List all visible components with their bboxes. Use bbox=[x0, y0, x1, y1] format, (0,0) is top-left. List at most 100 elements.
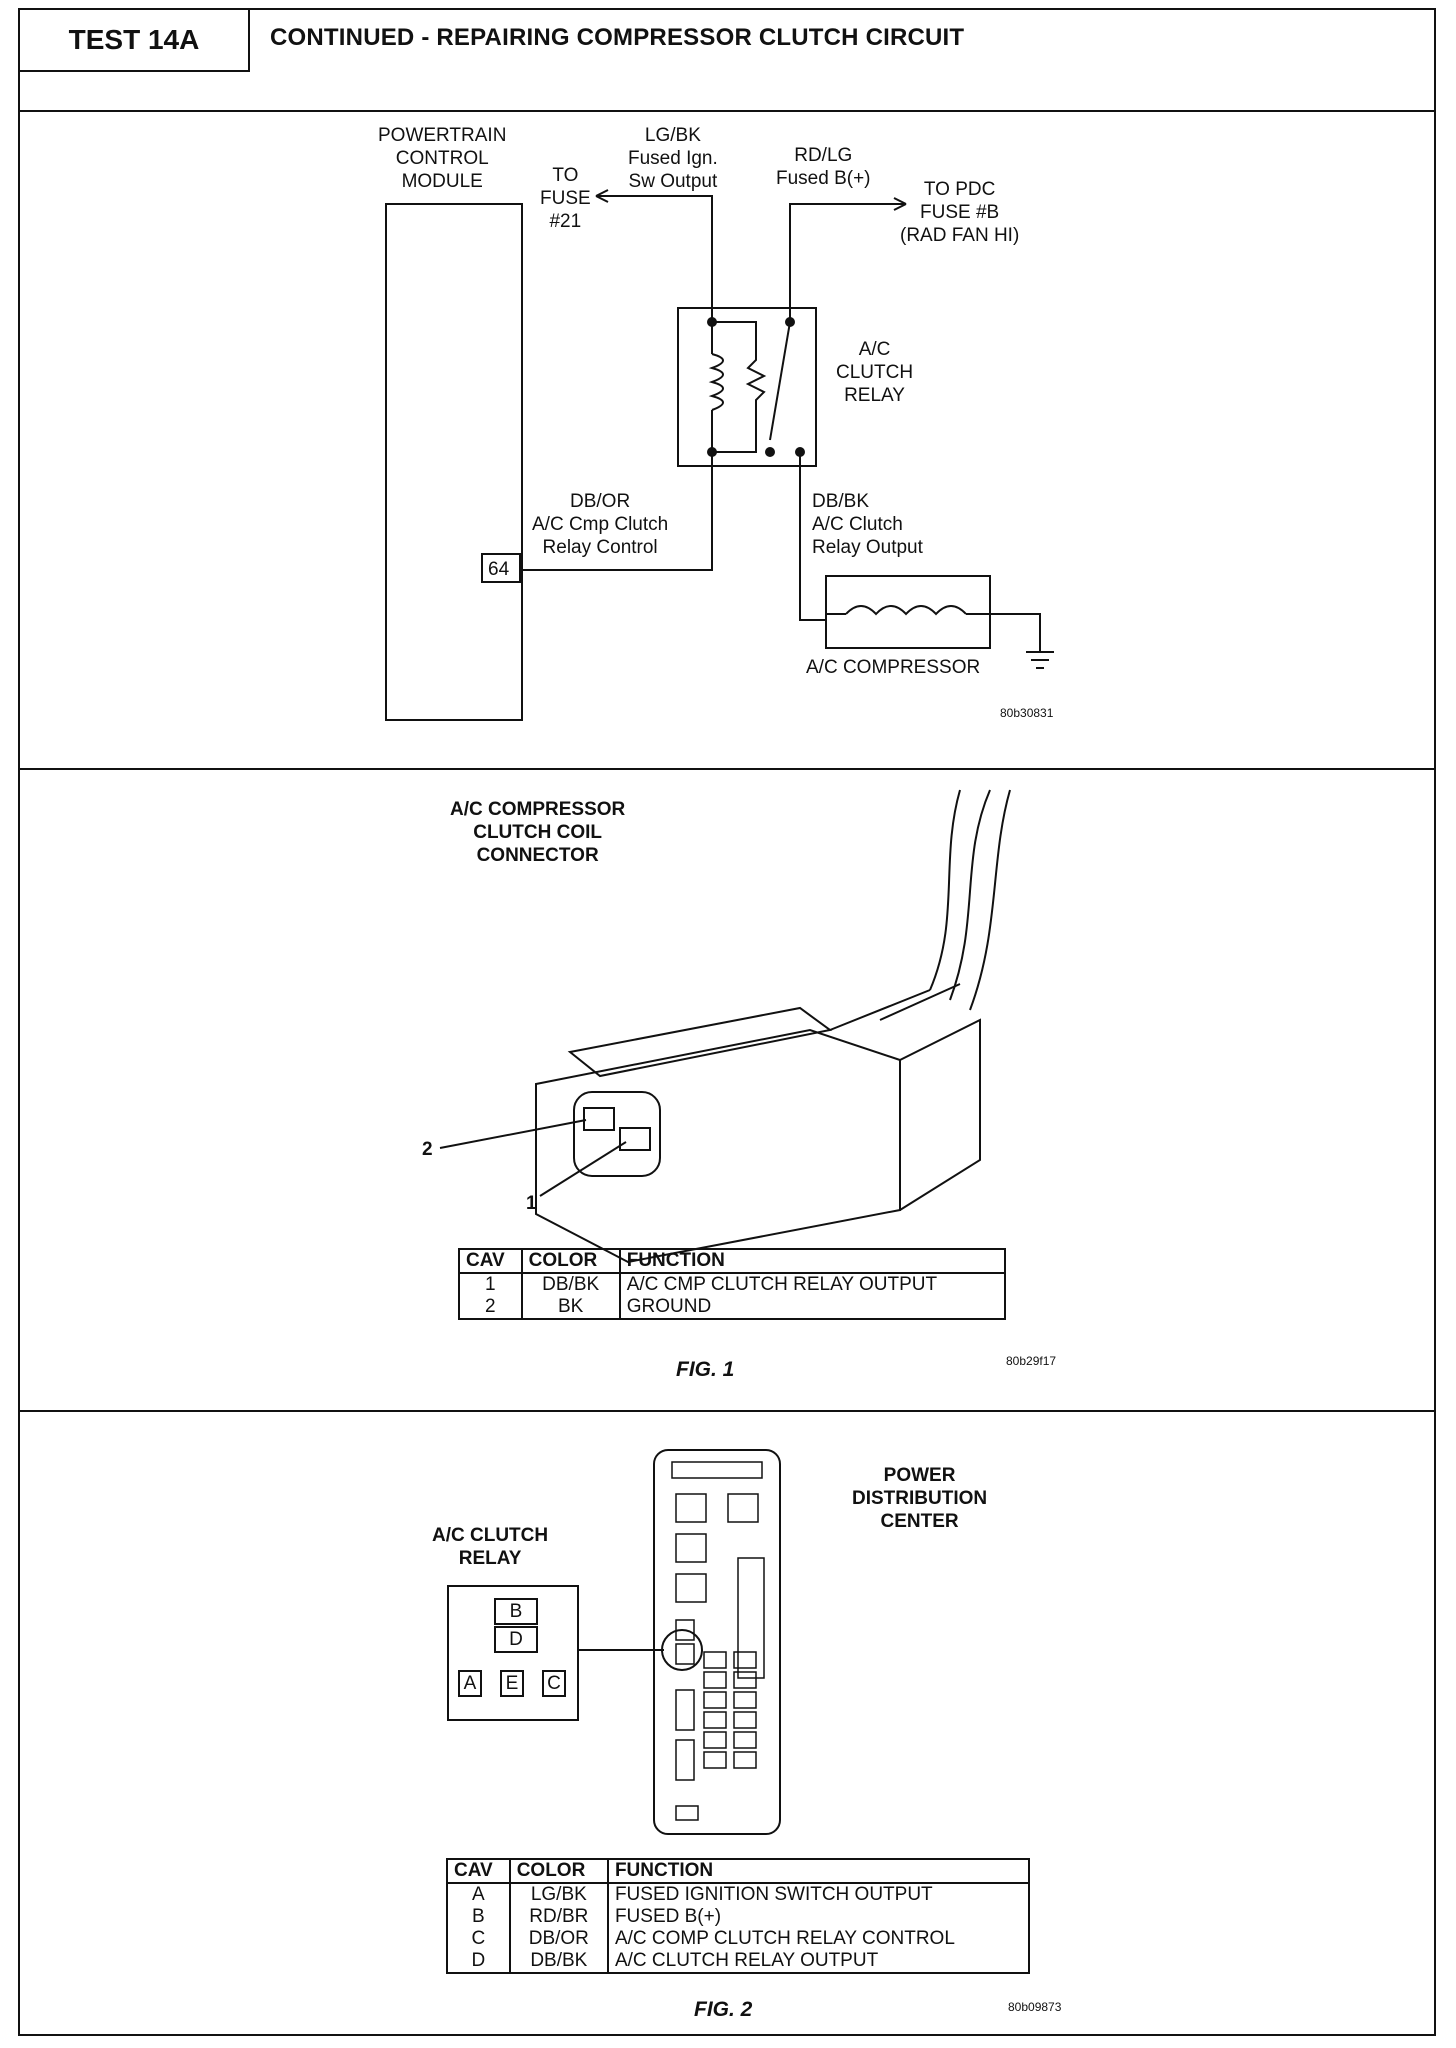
node-dot bbox=[795, 447, 805, 457]
relay-pin-b: B bbox=[494, 1598, 538, 1625]
connector-rear bbox=[829, 983, 981, 1211]
table-row: C DB/OR A/C COMP CLUTCH RELAY CONTROL bbox=[447, 1928, 1029, 1950]
compressor-leads bbox=[826, 613, 1041, 652]
to-fuse-line: #21 bbox=[549, 211, 582, 232]
compressor-coil bbox=[845, 605, 967, 616]
pcm-label-line: MODULE bbox=[401, 171, 483, 192]
dbor-label: DB/OR A/C Cmp Clutch Relay Control bbox=[532, 490, 668, 559]
wire-lgbk bbox=[596, 195, 713, 322]
to-pdc-line: TO PDC bbox=[923, 179, 996, 200]
node-dot bbox=[785, 317, 795, 327]
fig1-table: CAV COLOR FUNCTION 1 DB/BK A/C CMP CLUTC… bbox=[458, 1248, 1006, 1320]
arrow-to-pdc bbox=[893, 197, 907, 211]
cell-function: A/C CLUTCH RELAY OUTPUT bbox=[606, 1950, 1029, 1973]
divider-fig2 bbox=[20, 1410, 1434, 1412]
relay-pin-e: E bbox=[500, 1670, 524, 1697]
connector-wires bbox=[929, 789, 1011, 1011]
divider-header bbox=[20, 110, 1434, 112]
lgbk-line: Sw Output bbox=[628, 171, 718, 192]
fig2-pdc-title-line: POWER bbox=[883, 1465, 956, 1486]
pcm-label-line: CONTROL bbox=[395, 148, 489, 169]
arrow-to-fuse bbox=[595, 189, 609, 203]
cell-color: DB/BK bbox=[508, 1950, 608, 1973]
cell-function: GROUND bbox=[618, 1296, 1005, 1319]
divider-fig1 bbox=[20, 768, 1434, 770]
cell-cav: C bbox=[471, 1928, 486, 1949]
node-dot bbox=[765, 447, 775, 457]
to-fuse-label: TO FUSE #21 bbox=[540, 164, 591, 233]
rdlg-label: RD/LG Fused B(+) bbox=[776, 144, 871, 190]
to-fuse-line: FUSE bbox=[540, 188, 591, 209]
fig1-title: A/C COMPRESSOR CLUTCH COIL CONNECTOR bbox=[450, 798, 625, 867]
cell-cav: A bbox=[472, 1884, 485, 1905]
lgbk-line: LG/BK bbox=[644, 125, 701, 146]
schematic-code: 80b30831 bbox=[1000, 706, 1054, 720]
node-dot bbox=[707, 317, 717, 327]
relay-pin-a: A bbox=[458, 1670, 482, 1697]
fig1-title-line: A/C COMPRESSOR bbox=[450, 799, 626, 820]
table-row: A LG/BK FUSED IGNITION SWITCH OUTPUT bbox=[447, 1883, 1029, 1906]
fig2-caption: FIG. 2 bbox=[694, 1998, 753, 2021]
cell-color: DB/OR bbox=[508, 1928, 608, 1950]
relay-resistor bbox=[712, 321, 767, 453]
relay-pin-d: D bbox=[494, 1626, 538, 1653]
fig2-table: CAV COLOR FUNCTION A LG/BK FUSED IGNITIO… bbox=[446, 1858, 1030, 1974]
dbor-line: Relay Control bbox=[542, 537, 658, 558]
table-row: D DB/BK A/C CLUTCH RELAY OUTPUT bbox=[447, 1950, 1029, 1973]
relay-location-circle bbox=[661, 1629, 703, 1671]
relay-pin-c: C bbox=[542, 1670, 566, 1697]
connector-face bbox=[573, 1091, 661, 1177]
fig2-pdc-title: POWER DISTRIBUTION CENTER bbox=[852, 1464, 987, 1533]
cell-function: FUSED IGNITION SWITCH OUTPUT bbox=[606, 1883, 1029, 1906]
cell-function: A/C COMP CLUTCH RELAY CONTROL bbox=[606, 1928, 1029, 1950]
pcm-label: POWERTRAIN CONTROL MODULE bbox=[378, 124, 506, 193]
fig2-header-cav: CAV bbox=[447, 1859, 510, 1884]
to-pdc-label: TO PDC FUSE #B (RAD FAN HI) bbox=[900, 178, 1019, 247]
pin-64: 64 bbox=[488, 559, 510, 580]
pcm-box bbox=[385, 203, 523, 721]
cell-cav: B bbox=[472, 1906, 485, 1927]
fig2-pdc-title-line: DISTRIBUTION bbox=[852, 1488, 988, 1509]
pcm-label-line: POWERTRAIN bbox=[378, 125, 507, 146]
callout-1: 1 bbox=[526, 1193, 537, 1214]
to-pdc-line: (RAD FAN HI) bbox=[900, 225, 1020, 246]
cell-function: FUSED B(+) bbox=[606, 1906, 1029, 1928]
fig2-code: 80b09873 bbox=[1008, 2000, 1062, 2014]
test-id-box: TEST 14A bbox=[20, 10, 250, 72]
fig2-relay-title: A/C CLUTCH RELAY bbox=[432, 1524, 548, 1570]
dbbk-label: DB/BK A/C Clutch Relay Output bbox=[812, 490, 923, 559]
lgbk-line: Fused Ign. bbox=[628, 148, 718, 169]
to-pdc-line: FUSE #B bbox=[920, 202, 1000, 223]
relay-label-line: RELAY bbox=[844, 385, 905, 406]
relay-label-line: A/C bbox=[858, 339, 891, 360]
fig2-relay-title-line: A/C CLUTCH bbox=[432, 1525, 549, 1546]
dbbk-line: Relay Output bbox=[812, 537, 923, 558]
dbor-line: DB/OR bbox=[570, 491, 631, 512]
page-frame: TEST 14A CONTINUED - REPAIRING COMPRESSO… bbox=[18, 8, 1436, 2036]
cell-color: RD/BR bbox=[508, 1906, 608, 1928]
cell-cav: D bbox=[471, 1950, 486, 1971]
callout-1-leader bbox=[539, 1141, 627, 1197]
table-row: 1 DB/BK A/C CMP CLUTCH RELAY OUTPUT bbox=[459, 1273, 1005, 1296]
cell-function: A/C CMP CLUTCH RELAY OUTPUT bbox=[618, 1273, 1005, 1296]
connector-cavity-2 bbox=[583, 1107, 615, 1131]
fig1-code: 80b29f17 bbox=[1006, 1354, 1057, 1368]
cell-color: DB/BK bbox=[520, 1273, 620, 1296]
page-title: CONTINUED - REPAIRING COMPRESSOR CLUTCH … bbox=[270, 24, 965, 51]
cell-color: LG/BK bbox=[508, 1883, 608, 1906]
relay-label: A/C CLUTCH RELAY bbox=[836, 338, 913, 407]
relay-diagram-box bbox=[447, 1585, 579, 1721]
fig1-caption: FIG. 1 bbox=[676, 1358, 735, 1381]
fig1-title-line: CLUTCH COIL bbox=[473, 822, 602, 843]
fig1-title-line: CONNECTOR bbox=[476, 845, 599, 866]
wire-dbor bbox=[520, 452, 713, 571]
fig2-header-function: FUNCTION bbox=[606, 1859, 1029, 1884]
fig1-header-function: FUNCTION bbox=[618, 1249, 1005, 1274]
fig2-header-color: COLOR bbox=[508, 1859, 608, 1884]
pin-64-box bbox=[481, 553, 521, 583]
dbor-line: A/C Cmp Clutch bbox=[532, 514, 669, 535]
relay-box bbox=[677, 307, 817, 467]
fig2-relay-title-line: RELAY bbox=[458, 1548, 522, 1569]
